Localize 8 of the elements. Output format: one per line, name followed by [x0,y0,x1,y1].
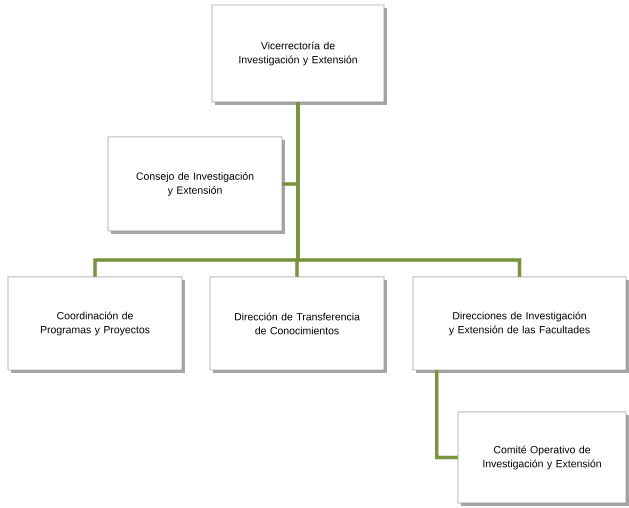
org-box: Consejo de Investigación y Extensión [108,136,285,234]
connector-line [434,370,458,460]
connector-line [296,102,522,277]
org-box: Coordinación de Programas y Proyectos [8,276,185,373]
org-box: Dirección de Transferencia de Conocimientos [210,276,387,373]
org-box: Direcciones de Investigación y Extensión de las Facultades [412,276,629,373]
org-box: Vicerrectoría de Investigación y Extensión [212,4,387,105]
org-box: Comité Operativo de Investigación y Extensión [458,412,629,506]
